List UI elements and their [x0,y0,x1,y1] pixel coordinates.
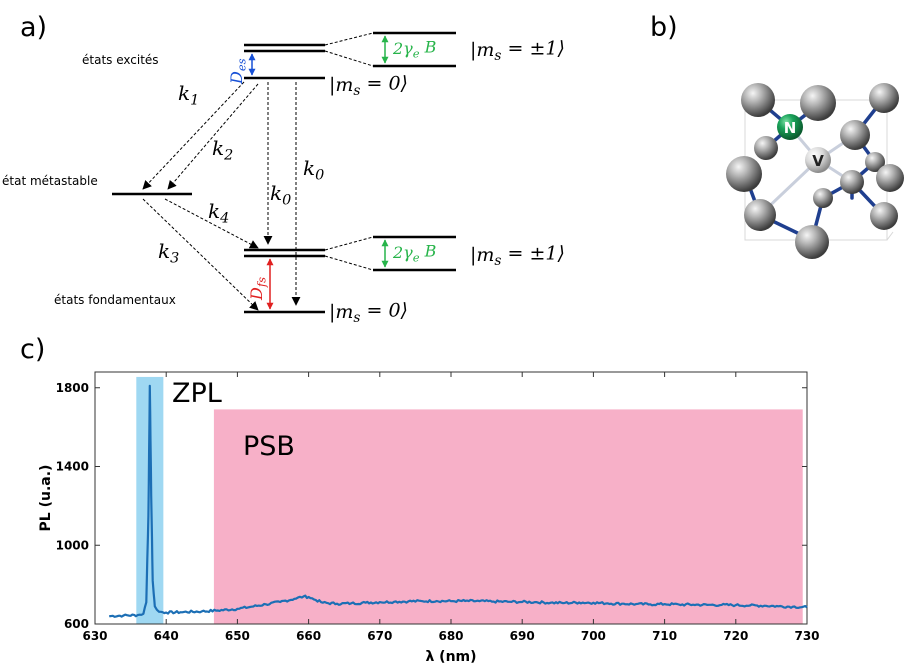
carbon-atom [754,136,778,160]
carbon-atom [795,225,829,259]
d-fs-label: Dfs [247,277,268,301]
carbon-atom [869,83,899,113]
ket-pm1-ground: |ms = ±1⟩ [470,242,565,269]
nitrogen-atom [777,114,803,140]
x-tick-label: 660 [296,629,321,643]
x-tick-label: 670 [367,629,392,643]
psb-label: PSB [243,431,295,462]
ket-0-excited: |ms = 0⟩ [329,72,408,99]
x-tick-label: 690 [510,629,535,643]
x-tick-label: 720 [723,629,748,643]
carbon-atom [744,199,776,231]
x-tick-label: 710 [652,629,677,643]
panel-label-a: a) [20,12,47,43]
rate-k2: k2 [212,136,233,163]
panel-label-c: c) [20,334,45,365]
nitrogen-label: N [784,119,797,137]
carbon-atom [876,164,904,192]
x-tick-label: 730 [794,629,819,643]
x-tick-label: 630 [82,629,107,643]
x-tick-label: 640 [154,629,179,643]
rate-k3: k3 [158,239,179,266]
zpl-label: ZPL [172,378,222,409]
carbon-atom [870,202,898,230]
transition-k3 [142,198,259,311]
carbon-atom [800,85,836,121]
excited-connector-down [324,50,374,67]
nv-crystal-structure: N V [726,83,904,259]
x-tick-label: 650 [225,629,250,643]
zeeman-label-excited: 2γe B [392,38,437,61]
ground-states-label: états fondamentaux [54,293,176,307]
y-axis-label: PL (u.a.) [38,465,54,532]
carbon-atom [726,156,762,192]
ket-0-ground: |ms = 0⟩ [329,299,408,326]
carbon-atom [813,188,833,208]
panel-label-b: b) [650,12,678,43]
excited-states-label: états excités [82,53,159,67]
d-es-label: Des [227,58,248,85]
metastable-label: état métastable [2,174,98,188]
rate-k1: k1 [178,81,199,108]
carbon-atom [840,170,864,194]
y-tick-label: 1400 [56,460,89,474]
spectrum-line [109,384,808,618]
rate-k4: k4 [208,199,229,226]
transition-k1 [142,81,245,190]
vacancy-label: V [812,152,824,170]
ket-pm1-excited: |ms = ±1⟩ [470,37,565,64]
transition-k2 [167,83,259,190]
x-tick-label: 700 [581,629,606,643]
rate-k0-b: k0 [303,156,324,183]
carbon-atom [741,83,775,117]
carbon-atom [865,152,885,172]
y-tick-label: 1800 [56,381,89,395]
psb-band [213,409,803,624]
vacancy-site [805,147,831,173]
ground-connector-up [324,236,374,251]
ground-connector-down [324,255,374,271]
energy-level-diagram: états excités état métastable états fond… [2,31,565,326]
transition-k4 [164,198,259,249]
y-tick-label: 1000 [56,538,89,552]
rate-k0-a: k0 [270,181,291,208]
x-axis-label: λ (nm) [425,649,476,665]
zeeman-label-ground: 2γe B [392,242,437,265]
x-tick-label: 680 [438,629,463,643]
pl-spectrum-chart: 630 640 650 660 670 680 690 700 710 720 730 600 100… [38,371,820,665]
carbon-atom [840,120,870,150]
excited-connector-up [324,32,374,46]
y-tick-label: 600 [64,617,89,631]
